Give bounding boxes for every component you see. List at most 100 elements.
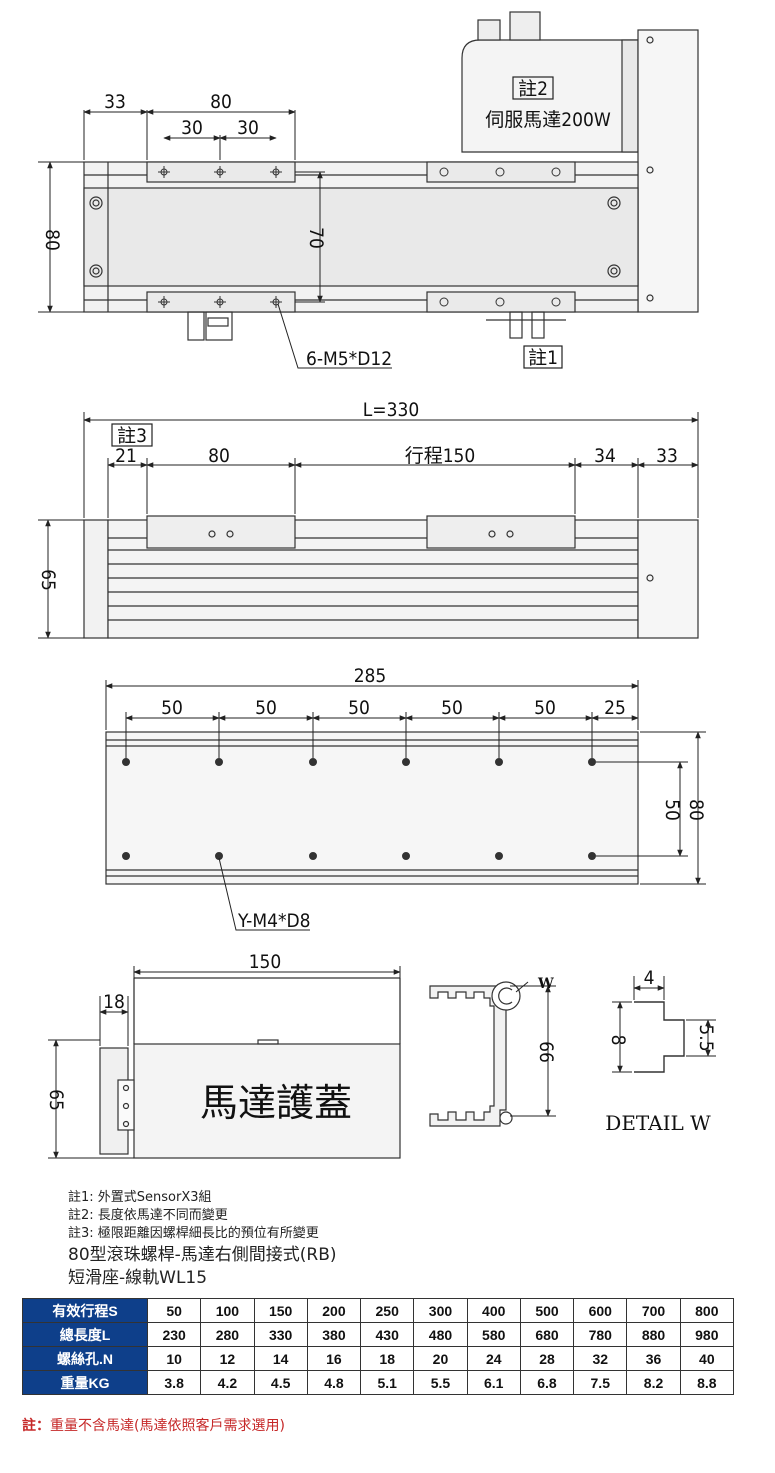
- table-cell: 680: [519, 1322, 575, 1347]
- dim-cover-65: 65: [45, 1089, 67, 1111]
- dim-detail-8: 8: [607, 1035, 629, 1046]
- dim-21: 21: [115, 445, 137, 467]
- dim-33: 33: [104, 91, 126, 113]
- table-cell: 5.1: [360, 1370, 415, 1395]
- dim-pitch-4: 50: [441, 697, 463, 719]
- table-cell: 24: [466, 1346, 521, 1371]
- detail-view: [634, 1001, 685, 1073]
- footer-note: 註：重量不含馬達(馬達依照客戶需求選用): [22, 1415, 285, 1435]
- profile-view-dimensions: [510, 981, 556, 1117]
- table-cell: 300: [413, 1298, 468, 1323]
- dim-cover-18: 18: [103, 991, 125, 1013]
- dim-pitch-2: 50: [255, 697, 277, 719]
- bottom-view-dimensions: [105, 680, 706, 931]
- dim-34: 34: [594, 445, 616, 467]
- table-cell: 380: [306, 1322, 362, 1347]
- note-2-tag: 註2: [518, 78, 548, 100]
- table-cell: 36: [626, 1346, 681, 1371]
- dim-pitch-5: 50: [534, 697, 556, 719]
- table-cell: 6.1: [466, 1370, 521, 1395]
- table-cell: 230: [146, 1322, 202, 1347]
- table-cell: 8.2: [626, 1370, 681, 1395]
- table-cell: 430: [360, 1322, 415, 1347]
- table-cell: 4.2: [200, 1370, 255, 1395]
- cover-label: 馬達護蓋: [200, 1081, 352, 1125]
- top-view: [83, 11, 699, 341]
- note-3-tag: 註3: [117, 425, 147, 447]
- technical-drawing: 33 80 30 30 80 70 註2 伺服馬達200W 註1 6-M5*D1…: [37, 11, 717, 1159]
- w-label: W: [537, 976, 554, 992]
- row-header: 重量KG: [22, 1370, 148, 1395]
- product-title-line2: 短滑座-線軌WL15: [68, 1268, 208, 1288]
- table-cell: 32: [573, 1346, 628, 1371]
- dim-pitch-3: 50: [348, 697, 370, 719]
- dim-profile-66: 66: [535, 1041, 557, 1063]
- table-cell: 50: [146, 1298, 202, 1323]
- profile-view-labels: W 66: [535, 976, 557, 1063]
- dim-30-left: 30: [181, 117, 203, 139]
- detail-title: DETAIL W: [605, 1111, 711, 1135]
- dim-65: 65: [37, 569, 59, 591]
- dim-detail-5-5: 5.5: [695, 1024, 717, 1051]
- side-view: [83, 515, 699, 639]
- table-cell: 4.8: [306, 1370, 362, 1395]
- table-cell: 10: [146, 1346, 202, 1371]
- hole-callout-bottom: Y-M4*D8: [237, 910, 311, 932]
- table-cell: 700: [626, 1298, 681, 1323]
- table-cell: 150: [253, 1298, 308, 1323]
- side-view-labels: L=330 註3 21 80 行程150 34 33 65: [37, 399, 678, 591]
- table-cell: 980: [679, 1322, 735, 1347]
- table-cell: 16: [306, 1346, 362, 1371]
- table-cell: 6.8: [519, 1370, 575, 1395]
- dim-pitch-1: 50: [161, 697, 183, 719]
- table-cell: 280: [200, 1322, 255, 1347]
- dim-hole-spacing-50: 50: [661, 799, 683, 821]
- bottom-view: [105, 731, 639, 885]
- product-title-line1: 80型滾珠螺桿-馬達右側間接式(RB): [68, 1245, 337, 1265]
- footer-prefix: 註：: [22, 1418, 50, 1434]
- row-header: 有效行程S: [22, 1298, 148, 1323]
- table-cell: 12: [200, 1346, 255, 1371]
- dim-285: 285: [354, 665, 387, 687]
- dim-carriage-80: 80: [208, 445, 230, 467]
- side-view-dimensions: [38, 412, 699, 639]
- table-cell: 8.8: [679, 1370, 735, 1395]
- dim-pitch-6: 25: [604, 697, 626, 719]
- dim-total-length: L=330: [363, 399, 419, 421]
- detail-view-dimensions: [612, 976, 716, 1073]
- footer-text: 重量不含馬達(馬達依照客戶需求選用): [50, 1418, 285, 1434]
- top-view-labels: 33 80 30 30 80 70 註2 伺服馬達200W 註1 6-M5*D1…: [41, 76, 611, 370]
- table-cell: 500: [519, 1298, 575, 1323]
- row-header: 螺絲孔.N: [22, 1346, 148, 1371]
- table-cell: 4.5: [253, 1370, 308, 1395]
- hole-callout-top: 6-M5*D12: [306, 348, 392, 370]
- table-cell: 18: [360, 1346, 415, 1371]
- table-cell: 28: [519, 1346, 575, 1371]
- table-cell: 880: [626, 1322, 681, 1347]
- profile-view: [429, 981, 521, 1127]
- table-cell: 200: [306, 1298, 362, 1323]
- dim-end-33: 33: [656, 445, 678, 467]
- note-3: 註3: 極限距離因螺桿細長比的預位有所變更: [68, 1226, 319, 1241]
- table-cell: 480: [413, 1322, 468, 1347]
- table-cell: 40: [679, 1346, 735, 1371]
- dim-30-right: 30: [237, 117, 259, 139]
- dim-detail-4: 4: [644, 967, 655, 989]
- note-1: 註1: 外置式SensorX3組: [68, 1190, 212, 1205]
- table-cell: 250: [360, 1298, 415, 1323]
- cover-view-labels: 150 18 65 馬達護蓋: [45, 951, 352, 1125]
- cover-view-dimensions: [48, 966, 401, 1159]
- table-cell: 20: [413, 1346, 468, 1371]
- table-cell: 580: [466, 1322, 521, 1347]
- dim-70: 70: [305, 227, 327, 249]
- detail-view-labels: 4 8 5.5 DETAIL W: [605, 967, 717, 1135]
- table-cell: 7.5: [573, 1370, 628, 1395]
- top-view-dimensions: [38, 109, 392, 369]
- dim-width-80: 80: [685, 799, 707, 821]
- dim-80: 80: [210, 91, 232, 113]
